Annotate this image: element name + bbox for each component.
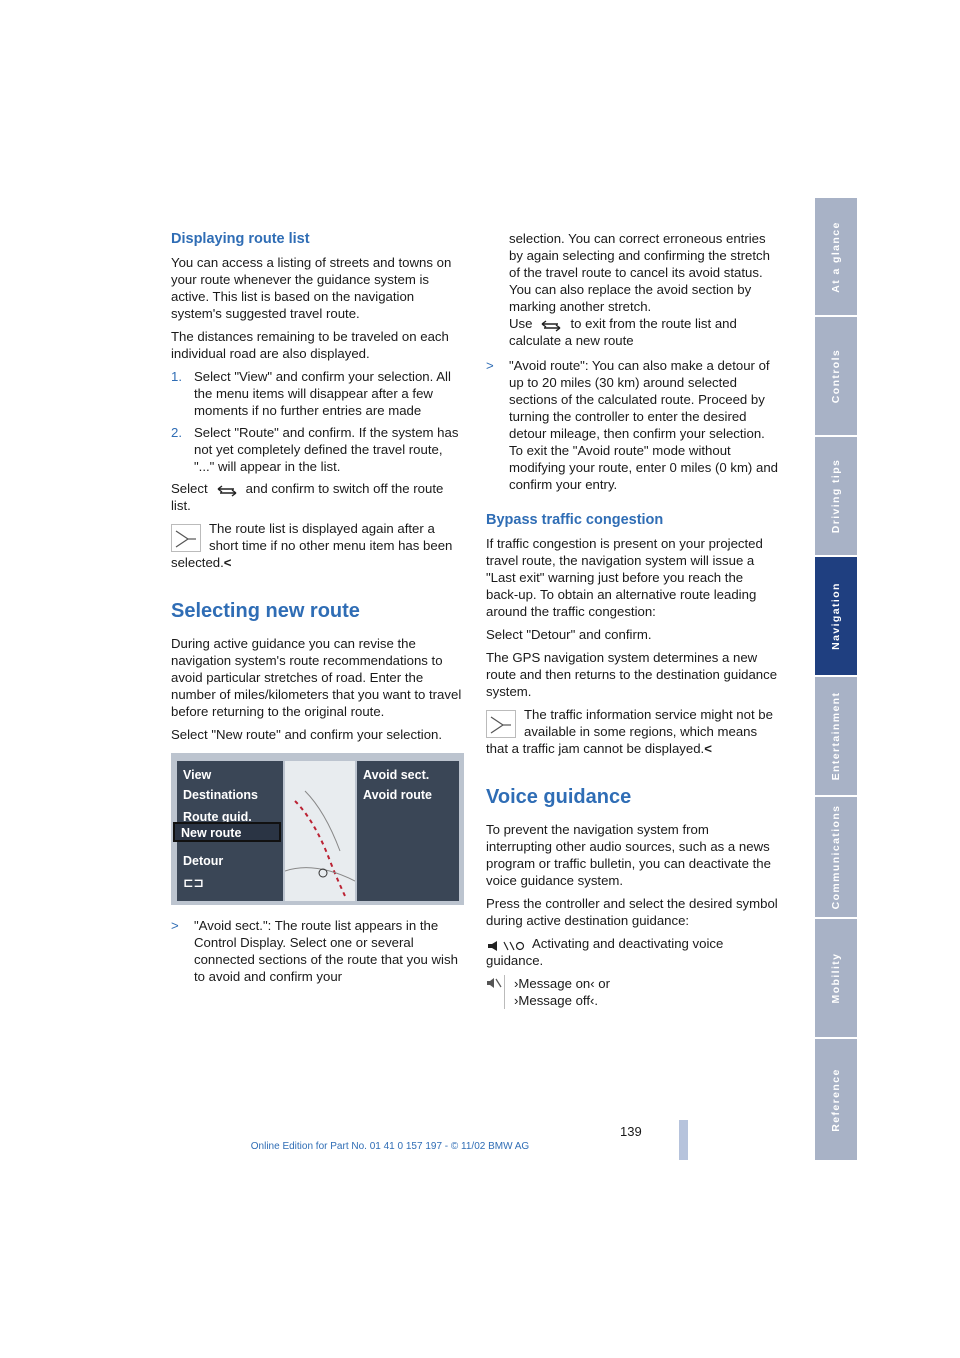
end-mark: < bbox=[223, 555, 232, 570]
text: Select bbox=[171, 481, 208, 496]
tab-entertainment[interactable]: Entertainment bbox=[815, 677, 857, 797]
tab-controls[interactable]: Controls bbox=[815, 317, 857, 437]
tab-at-a-glance[interactable]: At a glance bbox=[815, 198, 857, 317]
list-item: 1. Select "View" and confirm your select… bbox=[171, 368, 463, 419]
paragraph: Select "New route" and confirm your sele… bbox=[171, 727, 443, 742]
screen-menu-item: View bbox=[183, 768, 212, 782]
list-item: 2. Select "Route" and confirm. If the sy… bbox=[171, 424, 463, 475]
tab-communications[interactable]: Communications bbox=[815, 797, 857, 919]
note-icon bbox=[486, 710, 516, 738]
heading-bypass: Bypass traffic congestion bbox=[486, 512, 664, 528]
paragraph: If traffic congestion is present on your… bbox=[486, 536, 763, 619]
list-number: 2. bbox=[171, 425, 182, 440]
speaker-icon bbox=[486, 939, 526, 951]
list-text: Select "View" and confirm your selection… bbox=[194, 369, 451, 418]
list-text: Select "Route" and confirm. If the syste… bbox=[194, 425, 459, 474]
screen-selection: New route bbox=[173, 822, 281, 842]
paragraph: You can access a listing of streets and … bbox=[171, 255, 452, 321]
note-text: The route list is displayed again after … bbox=[171, 521, 453, 570]
paragraph: To prevent the navigation system from in… bbox=[486, 822, 771, 888]
message-options: ›Message on‹ or ›Message off‹. bbox=[486, 975, 778, 1009]
screen-submenu-item: Avoid route bbox=[363, 788, 432, 802]
screen-menu-item: Detour bbox=[183, 854, 224, 868]
page-marker-bar bbox=[679, 1120, 688, 1160]
screen-menu-item: ⊏⊐ bbox=[183, 876, 204, 890]
footer: Online Edition for Part No. 01 41 0 157 … bbox=[250, 1141, 530, 1152]
screen-submenu: Avoid sect. Avoid route bbox=[357, 761, 459, 901]
right-column: selection. You can correct erroneous ent… bbox=[486, 230, 778, 1009]
list-item: > "Avoid sect.": The route list appears … bbox=[171, 917, 463, 985]
end-mark: < bbox=[704, 741, 712, 756]
page-number: 139 bbox=[620, 1124, 642, 1139]
heading-new-route: Selecting new route bbox=[171, 600, 360, 622]
screen-menu-item-selected: New route bbox=[181, 826, 242, 840]
text: and confirm to switch off the route list… bbox=[171, 481, 444, 513]
paragraph: Select "Detour" and confirm. bbox=[486, 627, 652, 642]
message-on-option: ›Message on‹ or bbox=[514, 976, 611, 991]
bullet-mark: > bbox=[171, 918, 179, 933]
paragraph: During active guidance you can revise th… bbox=[171, 636, 462, 719]
tab-reference[interactable]: Reference bbox=[815, 1039, 857, 1162]
paragraph: The GPS navigation system determines a n… bbox=[486, 650, 778, 699]
left-column: Displaying route list You can access a l… bbox=[171, 230, 464, 991]
continuation: selection. You can correct erroneous ent… bbox=[486, 230, 778, 349]
control-display-screenshot: View Destinations Route guid. Detour ⊏⊐ … bbox=[171, 753, 464, 905]
paragraph: The distances remaining to be traveled o… bbox=[171, 329, 449, 361]
note: The traffic information service might no… bbox=[486, 706, 778, 757]
back-arrow-icon bbox=[538, 319, 564, 332]
paragraph: Press the controller and select the desi… bbox=[486, 896, 778, 928]
screen-submenu-item: Avoid sect. bbox=[363, 768, 430, 782]
back-arrow-icon bbox=[214, 484, 240, 497]
text: Use bbox=[509, 316, 533, 331]
list-item: > "Avoid route": You can also make a det… bbox=[486, 357, 778, 493]
screen-menu-item: Route guid. bbox=[183, 810, 252, 824]
note: The route list is displayed again after … bbox=[171, 520, 463, 571]
speaker-slash-icon bbox=[486, 975, 505, 1009]
note-icon bbox=[171, 524, 201, 552]
tab-navigation[interactable]: Navigation bbox=[815, 557, 857, 677]
paragraph: selection. You can correct erroneous ent… bbox=[509, 231, 770, 314]
note-text: The traffic information service might no… bbox=[486, 707, 773, 756]
list-text: "Avoid route": You can also make a detou… bbox=[509, 358, 778, 492]
text: to exit from the route list and calculat… bbox=[509, 316, 737, 348]
heading-voice: Voice guidance bbox=[486, 786, 632, 808]
message-off-option: ›Message off‹. bbox=[514, 993, 599, 1008]
section-tabs: At a glance Controls Driving tips Naviga… bbox=[815, 198, 857, 1162]
heading-route-list: Displaying route list bbox=[171, 231, 310, 247]
tab-driving-tips[interactable]: Driving tips bbox=[815, 437, 857, 557]
screen-menu-item: Destinations bbox=[183, 788, 259, 802]
text: Activating and deactivating voice guidan… bbox=[486, 936, 724, 968]
paragraph: Activating and deactivating voice guidan… bbox=[486, 935, 778, 969]
list-text: "Avoid sect.": The route list appears in… bbox=[194, 918, 458, 984]
screen-map bbox=[284, 761, 356, 901]
list-number: 1. bbox=[171, 369, 182, 384]
bullet-mark: > bbox=[486, 358, 494, 373]
tab-mobility[interactable]: Mobility bbox=[815, 919, 857, 1039]
